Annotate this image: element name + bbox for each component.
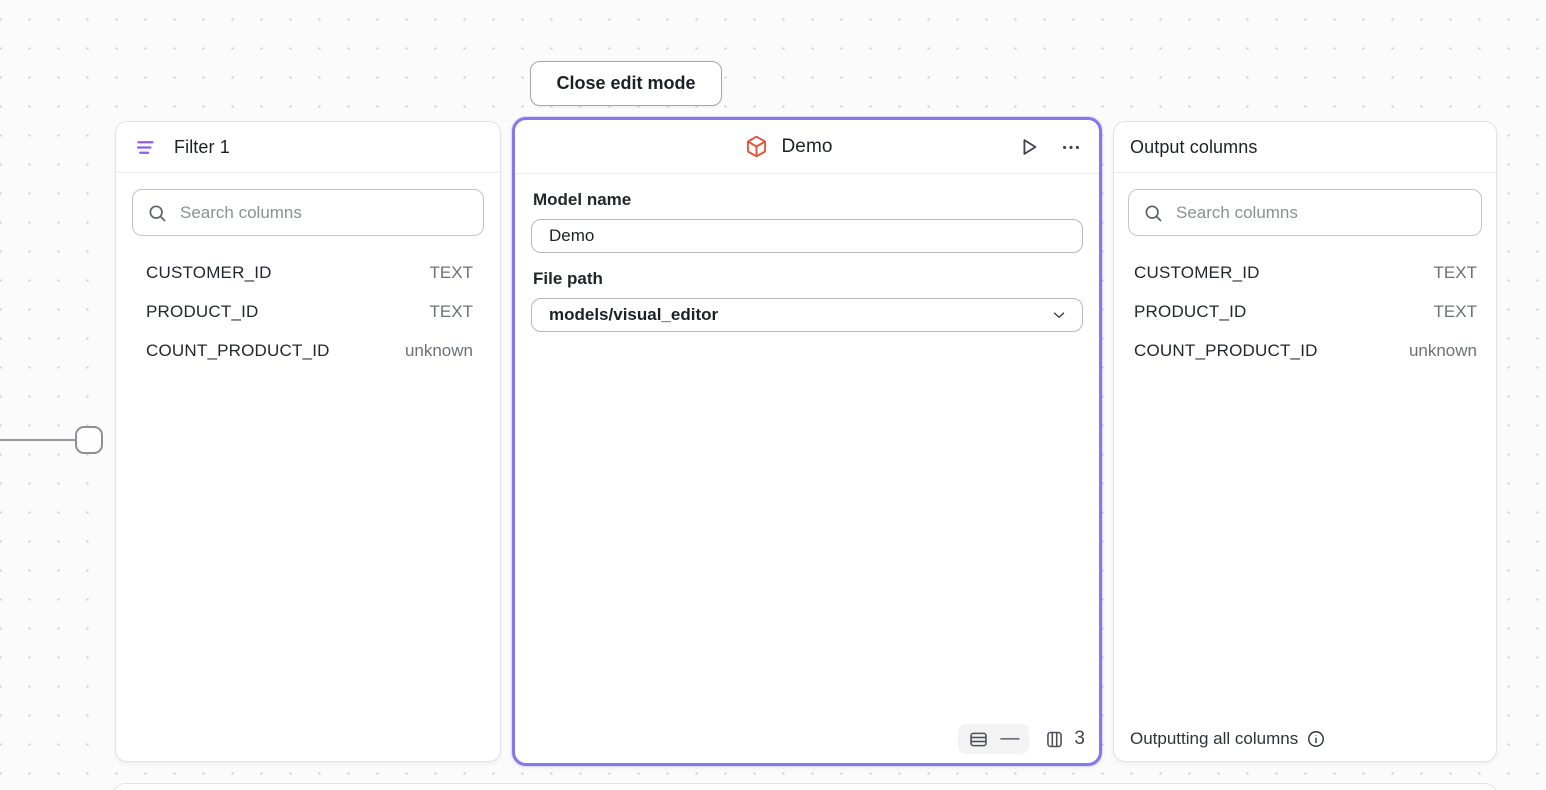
filter-node-panel: Filter 1 CUSTOMER_ID TEXT PRODUCT_ID TEX xyxy=(115,121,501,762)
column-row[interactable]: CUSTOMER_ID TEXT xyxy=(1128,253,1482,292)
column-row[interactable]: PRODUCT_ID TEXT xyxy=(1128,292,1482,331)
filter-icon xyxy=(135,137,156,158)
connector-port-handle[interactable] xyxy=(75,426,103,454)
column-name: PRODUCT_ID xyxy=(1134,301,1247,321)
ellipsis-icon xyxy=(1060,136,1082,158)
panel-title: Filter 1 xyxy=(174,136,230,157)
search-input[interactable] xyxy=(178,201,469,224)
row-count-stat[interactable]: — xyxy=(958,724,1030,754)
model-name-input[interactable] xyxy=(531,219,1083,253)
column-type: TEXT xyxy=(1433,301,1477,321)
close-edit-mode-button[interactable]: Close edit mode xyxy=(530,61,722,106)
output-columns-panel: Output columns CUSTOMER_ID TEXT PRODUCT_… xyxy=(1113,121,1497,762)
row-count-value: — xyxy=(1000,728,1020,749)
column-type: unknown xyxy=(404,340,473,360)
column-name: COUNT_PRODUCT_ID xyxy=(146,340,330,360)
column-row[interactable]: CUSTOMER_ID TEXT xyxy=(132,253,484,292)
column-row[interactable]: PRODUCT_ID TEXT xyxy=(132,292,484,331)
more-menu-button[interactable] xyxy=(1057,133,1085,161)
model-name-label: Model name xyxy=(533,190,632,209)
column-name: COUNT_PRODUCT_ID xyxy=(1134,340,1318,360)
output-panel-header: Output columns xyxy=(1114,122,1496,173)
model-cube-icon xyxy=(745,135,768,158)
run-model-button[interactable] xyxy=(1015,133,1043,161)
column-count-value: 3 xyxy=(1074,728,1085,749)
model-title-group: Demo xyxy=(497,120,1081,173)
panel-title: Output columns xyxy=(1130,136,1258,157)
column-type: TEXT xyxy=(429,262,473,282)
table-rows-icon xyxy=(968,729,989,750)
model-stats: — 3 xyxy=(958,724,1085,754)
output-footer: Outputting all columns xyxy=(1130,729,1326,749)
filter-panel-header: Filter 1 xyxy=(116,122,500,173)
file-path-value: models/visual_editor xyxy=(549,305,719,324)
column-type: unknown xyxy=(1408,340,1477,360)
filter-search-box[interactable] xyxy=(132,189,484,236)
file-path-select[interactable]: models/visual_editor xyxy=(531,298,1083,332)
column-count-stat: 3 xyxy=(1044,728,1085,750)
bottom-node-panel-edge xyxy=(113,783,1497,790)
info-icon[interactable] xyxy=(1306,729,1326,749)
column-name: CUSTOMER_ID xyxy=(1134,262,1260,282)
panel-title: Demo xyxy=(781,135,833,157)
output-footer-text: Outputting all columns xyxy=(1130,729,1299,748)
chevron-down-icon xyxy=(1050,306,1068,324)
output-search-box[interactable] xyxy=(1128,189,1482,236)
model-panel-header: Demo xyxy=(515,120,1099,174)
column-name: PRODUCT_ID xyxy=(146,301,259,321)
model-node-panel: Demo xyxy=(512,117,1102,766)
file-path-label: File path xyxy=(533,269,603,288)
table-columns-icon xyxy=(1044,729,1065,750)
column-row[interactable]: COUNT_PRODUCT_ID unknown xyxy=(1128,331,1482,370)
column-type: TEXT xyxy=(429,301,473,321)
column-row[interactable]: COUNT_PRODUCT_ID unknown xyxy=(132,331,484,370)
play-icon xyxy=(1018,136,1040,158)
search-icon xyxy=(147,203,167,223)
column-list: CUSTOMER_ID TEXT PRODUCT_ID TEXT COUNT_P… xyxy=(1128,253,1482,370)
edge-connector-line xyxy=(0,439,78,441)
column-name: CUSTOMER_ID xyxy=(146,262,272,282)
column-type: TEXT xyxy=(1433,262,1477,282)
column-list: CUSTOMER_ID TEXT PRODUCT_ID TEXT COUNT_P… xyxy=(132,253,484,370)
search-icon xyxy=(1143,203,1163,223)
search-input[interactable] xyxy=(1174,201,1467,224)
